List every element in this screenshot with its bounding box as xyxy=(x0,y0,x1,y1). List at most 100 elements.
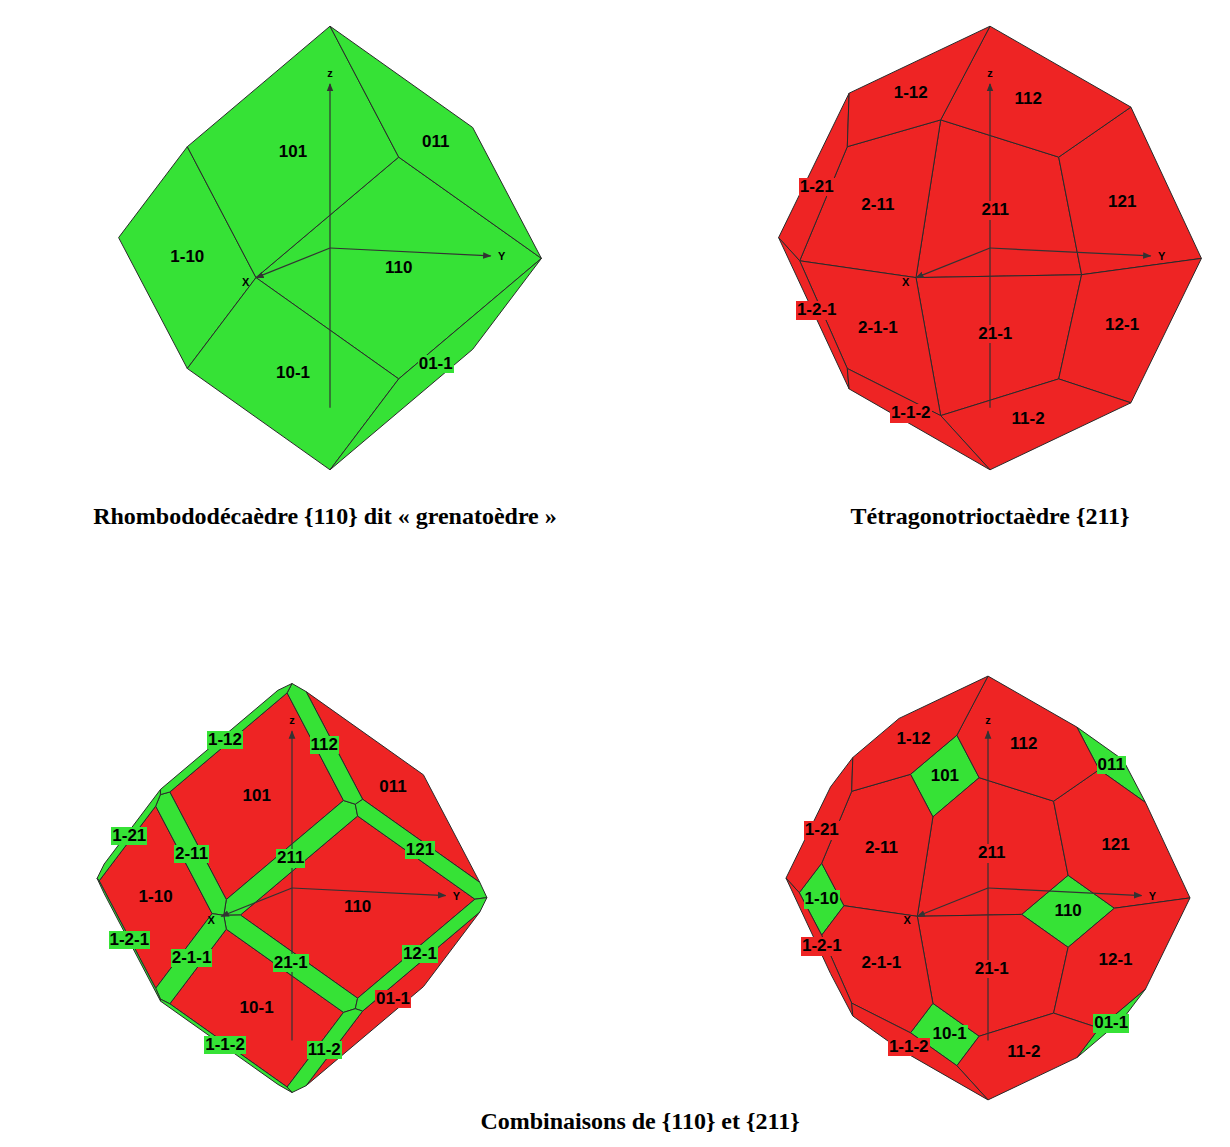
figure-caption: Tétragonotrioctaèdre {211} xyxy=(851,503,1130,529)
axis-label: X xyxy=(903,914,910,926)
crystal-face xyxy=(156,914,227,1004)
face-index: 1-2-1 xyxy=(801,937,843,956)
axis-line xyxy=(916,248,990,278)
axis-label: X xyxy=(207,914,214,926)
crystal-face xyxy=(224,915,358,1012)
crystal-face xyxy=(224,801,358,916)
face-index: 10-1 xyxy=(932,1025,968,1044)
face-index: 21-1 xyxy=(273,954,309,973)
face-index: 110 xyxy=(343,898,372,917)
face-index: 10-1 xyxy=(239,999,275,1018)
face-index: 011 xyxy=(378,778,407,797)
crystal-face xyxy=(786,878,853,1016)
face-index: 011 xyxy=(421,133,450,152)
face-index: 11-2 xyxy=(1006,1043,1041,1062)
face-index: 1-1-2 xyxy=(888,1038,930,1057)
axis-label: X xyxy=(242,276,249,288)
face-index: 2-11 xyxy=(860,196,895,215)
crystal-face xyxy=(187,278,398,470)
face-index: 112 xyxy=(310,736,339,755)
face-index: 101 xyxy=(242,787,272,806)
crystal-face xyxy=(822,906,933,1033)
face-index: 110 xyxy=(1053,902,1082,921)
axes xyxy=(256,84,491,408)
crystal-face xyxy=(852,1003,988,1100)
axis-line xyxy=(917,888,988,916)
face-index: 1-10 xyxy=(169,248,205,267)
crystal-face xyxy=(287,1009,363,1093)
axis-line xyxy=(221,888,292,916)
face-index: 1-10 xyxy=(804,890,840,909)
axis-line xyxy=(988,888,1142,896)
axis-line xyxy=(989,84,990,408)
face-index: 1-12 xyxy=(207,731,243,750)
face-index: 101 xyxy=(930,767,960,786)
axis-line xyxy=(329,84,330,408)
face-index: 1-21 xyxy=(111,827,147,846)
axis-label: Y xyxy=(1149,890,1156,902)
face-index: 1-2-1 xyxy=(109,931,151,950)
crystal-face xyxy=(160,684,292,795)
face-index: 2-11 xyxy=(864,839,899,858)
polyhedron xyxy=(779,26,1202,470)
face-index: 1-1-2 xyxy=(890,404,932,423)
face-index: 121 xyxy=(1107,193,1137,212)
crystal-face xyxy=(287,684,363,805)
face-index: 2-11 xyxy=(174,845,209,864)
crystal-face xyxy=(97,789,161,881)
axes xyxy=(917,731,1141,1040)
face-index: 12-1 xyxy=(402,945,438,964)
face-index: 01-1 xyxy=(1093,1014,1129,1033)
face-index: 11-2 xyxy=(1011,410,1046,429)
crystal-face xyxy=(306,692,480,883)
crystal-face xyxy=(355,898,487,1012)
axis-label: Y xyxy=(453,890,460,902)
face-index: 12-1 xyxy=(1104,316,1140,335)
axis-line xyxy=(256,248,330,278)
face-index: 01-1 xyxy=(375,990,411,1009)
face-index: 110 xyxy=(384,259,413,278)
axis-label: z xyxy=(987,67,993,79)
figure-caption: Rhombododécaèdre {110} dit « grenatoèdre… xyxy=(93,503,557,529)
face-index: 211 xyxy=(276,849,305,868)
face-index: 211 xyxy=(981,201,1010,220)
axis-line xyxy=(990,248,1151,256)
crystal-face xyxy=(779,238,850,389)
face-index: 112 xyxy=(1014,90,1043,109)
face-index: 21-1 xyxy=(977,325,1013,344)
face-index: 21-1 xyxy=(974,960,1010,979)
axes xyxy=(221,731,445,1040)
face-index: 12-1 xyxy=(1098,951,1134,970)
face-index: 2-1-1 xyxy=(857,319,899,338)
axis-label: X xyxy=(902,276,909,288)
face-index: 11-2 xyxy=(307,1041,342,1060)
axes xyxy=(916,84,1151,408)
axis-line xyxy=(987,731,988,1040)
face-index: 1-2-1 xyxy=(796,301,838,320)
crystal-face xyxy=(852,676,988,791)
axis-label: Y xyxy=(1158,250,1165,262)
face-index: 1-12 xyxy=(896,730,932,749)
face-index: 101 xyxy=(278,143,308,162)
crystal-face xyxy=(957,1013,1099,1100)
face-index: 011 xyxy=(1097,756,1126,775)
face-index: 112 xyxy=(1009,735,1038,754)
crystal-face xyxy=(355,799,487,899)
face-index: 121 xyxy=(1100,836,1130,855)
axis-label: z xyxy=(985,714,991,726)
crystal-face xyxy=(1059,258,1202,402)
polyhedron xyxy=(119,26,542,470)
axis-label: z xyxy=(327,67,333,79)
face-index: 1-21 xyxy=(799,178,835,197)
face-index: 1-21 xyxy=(804,821,840,840)
polyhedron xyxy=(97,684,487,1093)
face-index: 1-10 xyxy=(138,888,174,907)
axis-label: z xyxy=(289,714,295,726)
face-index: 211 xyxy=(977,844,1006,863)
face-index: 2-1-1 xyxy=(861,954,903,973)
crystal-face xyxy=(160,999,292,1092)
polyhedron xyxy=(786,676,1190,1100)
